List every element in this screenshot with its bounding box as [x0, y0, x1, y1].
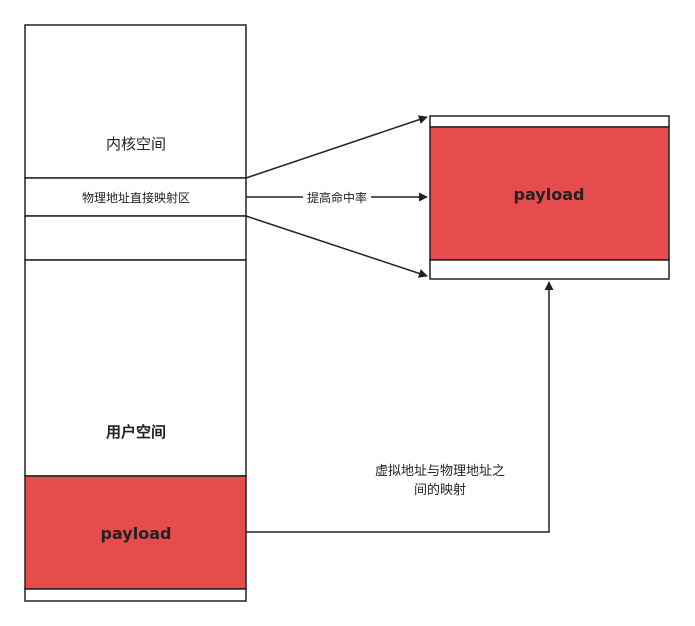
- mapping-label-line2: 间的映射: [414, 482, 466, 498]
- physical-memory-block: payload: [429, 115, 670, 280]
- hit-rate-label: 提高命中率: [307, 190, 367, 205]
- user-payload-label: payload: [101, 524, 172, 543]
- arrow-lower: [245, 215, 428, 278]
- arrow-upper: [245, 115, 428, 179]
- user-space-block: [24, 259, 247, 477]
- physical-bottom-spacer: [429, 259, 670, 280]
- physical-top-spacer: [429, 115, 670, 128]
- mapping-arrow: [246, 281, 554, 533]
- kernel-space-label: 内核空间: [106, 135, 166, 153]
- direct-map-block: [24, 177, 247, 217]
- kernel-space-block: [24, 24, 247, 179]
- mapping-label-line1: 虚拟地址与物理地址之: [375, 464, 505, 479]
- user-payload-block: [24, 475, 247, 590]
- virtual-memory-column: 内核空间 物理地址直接映射区 用户空间 payload: [24, 24, 247, 602]
- direct-map-label: 物理地址直接映射区: [82, 190, 190, 205]
- physical-payload-label: payload: [514, 185, 585, 204]
- physical-payload-block: [429, 126, 670, 261]
- hit-rate-label-bg: [303, 189, 371, 205]
- user-bottom-spacer-block: [24, 588, 247, 602]
- user-space-label: 用户空间: [106, 423, 166, 441]
- kernel-spacer-block: [24, 215, 247, 261]
